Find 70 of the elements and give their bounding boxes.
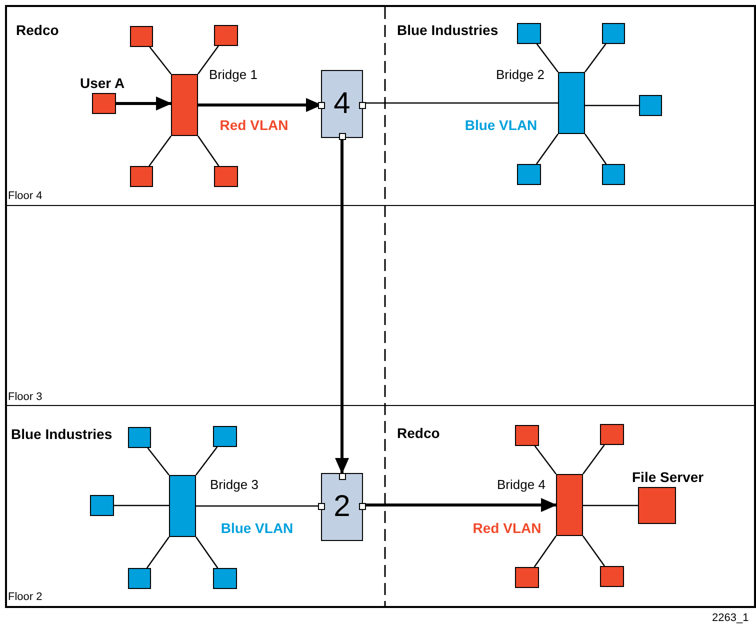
host-square bbox=[213, 426, 237, 447]
connector-line bbox=[148, 136, 172, 166]
bridge-label: Bridge 2 bbox=[496, 67, 544, 82]
connector-line bbox=[536, 44, 559, 72]
host-square bbox=[214, 25, 238, 46]
bridge-bar bbox=[171, 74, 198, 136]
company-label: Blue Industries bbox=[397, 22, 498, 38]
host-square bbox=[600, 424, 624, 445]
host-label: File Server bbox=[632, 469, 704, 485]
connector-line bbox=[197, 46, 219, 74]
connector-line bbox=[584, 134, 607, 164]
host-square bbox=[602, 164, 625, 185]
connector-line bbox=[197, 136, 220, 166]
bridge-label: Bridge 1 bbox=[209, 67, 258, 82]
company-label: Blue Industries bbox=[11, 426, 112, 442]
edge-label: Red VLAN bbox=[472, 520, 542, 536]
company-label: Redco bbox=[16, 22, 59, 38]
host-square bbox=[515, 425, 539, 446]
switch-box bbox=[321, 70, 363, 138]
floor-label: Floor 4 bbox=[8, 190, 42, 202]
connector-line bbox=[534, 446, 557, 474]
host-square bbox=[602, 23, 625, 44]
connector-line bbox=[582, 444, 605, 474]
floor-label: Floor 3 bbox=[8, 391, 42, 403]
connector-line bbox=[534, 536, 557, 568]
host-square bbox=[517, 164, 541, 185]
host-square bbox=[92, 93, 116, 114]
switch-box bbox=[321, 473, 363, 541]
host-square bbox=[600, 566, 624, 587]
switch-number: 4 bbox=[334, 86, 350, 122]
arrow bbox=[335, 138, 349, 474]
switch-number: 2 bbox=[334, 489, 350, 525]
connector-line bbox=[582, 536, 605, 566]
floor-label: Floor 2 bbox=[8, 591, 42, 603]
company-label: Redco bbox=[397, 425, 440, 441]
connector-line bbox=[195, 536, 218, 568]
connector-line bbox=[583, 504, 638, 506]
connector-line bbox=[146, 536, 170, 568]
host-square bbox=[130, 26, 153, 47]
connector-line bbox=[584, 44, 606, 72]
arrow bbox=[116, 96, 172, 110]
host-square bbox=[517, 23, 541, 44]
arrow bbox=[363, 498, 557, 512]
bridge-label: Bridge 3 bbox=[210, 477, 258, 492]
host-square bbox=[130, 166, 153, 187]
connector-line bbox=[363, 102, 558, 104]
host-square bbox=[128, 427, 151, 448]
bridge-bar bbox=[558, 72, 585, 134]
connector-line bbox=[196, 505, 321, 507]
connector-line bbox=[536, 134, 559, 164]
host-square bbox=[639, 95, 662, 116]
host-square bbox=[128, 568, 151, 589]
host-square bbox=[213, 568, 237, 589]
connector-line bbox=[114, 504, 169, 506]
bridge-bar bbox=[556, 474, 583, 536]
host-square bbox=[638, 487, 676, 524]
edge-label: Blue VLAN bbox=[464, 117, 538, 133]
connector-line bbox=[147, 448, 170, 476]
connector-line bbox=[585, 104, 639, 106]
host-square bbox=[214, 166, 238, 187]
connector-line bbox=[195, 446, 218, 476]
host-label: User A bbox=[80, 75, 125, 91]
host-square bbox=[515, 567, 539, 588]
edge-label: Red VLAN bbox=[220, 117, 288, 133]
figure-number: 2263_1 bbox=[712, 612, 749, 624]
connector-line bbox=[149, 46, 172, 74]
edge-label: Blue VLAN bbox=[220, 520, 294, 536]
bridge-label: Bridge 4 bbox=[497, 477, 546, 492]
bridge-bar bbox=[169, 475, 196, 537]
host-square bbox=[90, 495, 114, 516]
